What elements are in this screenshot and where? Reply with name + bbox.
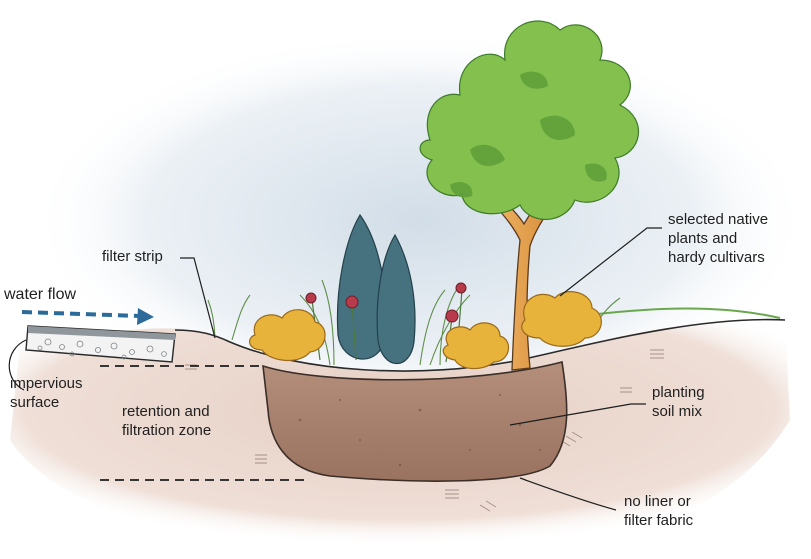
evergreen-left [336, 213, 387, 360]
basin-speckles [298, 394, 541, 467]
label-no-liner: no liner or filter fabric [624, 492, 693, 530]
shrub-center [442, 322, 510, 370]
label-retention-line-2: filtration zone [122, 422, 212, 439]
label-retention-line-1: retention and [122, 403, 210, 420]
label-retention-zone: retention and filtration zone [122, 402, 211, 440]
label-native-plants: selected native plants and hardy cultiva… [668, 210, 768, 267]
golden-shrubs [248, 291, 602, 370]
shrub-left [248, 309, 326, 361]
ornamental-grasses [207, 279, 621, 366]
flowers [305, 282, 467, 323]
label-soil-line-2: soil mix [652, 403, 703, 420]
leader-impervious-surface [8, 339, 27, 391]
planting-basin [262, 361, 568, 482]
leader-no-liner [519, 477, 617, 511]
label-liner-line-1: no liner or [624, 493, 691, 510]
label-impervious-line-2: surface [10, 394, 60, 411]
shrub-right [521, 291, 602, 347]
tree-trunk [486, 189, 559, 371]
label-filter-strip: filter strip [102, 248, 163, 265]
evergreen-right [376, 233, 416, 365]
pavement-aggregate [37, 338, 167, 360]
label-native-line-3: hardy cultivars [668, 249, 765, 266]
water-flow-arrow-line [21, 310, 141, 318]
evergreen-shrubs [336, 213, 416, 365]
label-native-line-2: plants and [668, 230, 738, 247]
tree [419, 20, 639, 371]
label-liner-line-2: filter fabric [624, 512, 694, 529]
label-soil-line-1: planting [652, 384, 705, 401]
label-impervious-surface: impervious surface [10, 374, 83, 412]
label-impervious-line-1: impervious [10, 375, 83, 392]
leader-planting-soil [509, 403, 646, 426]
label-native-line-1: selected native [668, 211, 769, 228]
label-planting-soil: planting soil mix [652, 383, 705, 421]
water-flow-arrow-head [137, 308, 154, 325]
label-water-flow: water flow [4, 286, 77, 303]
pavement-top [28, 326, 175, 340]
leader-filter-strip [180, 257, 216, 339]
tree-canopy-shadows [450, 71, 607, 198]
leader-native-plants [559, 227, 662, 297]
ground-surface-line [174, 318, 786, 372]
leader-lines [8, 227, 662, 511]
